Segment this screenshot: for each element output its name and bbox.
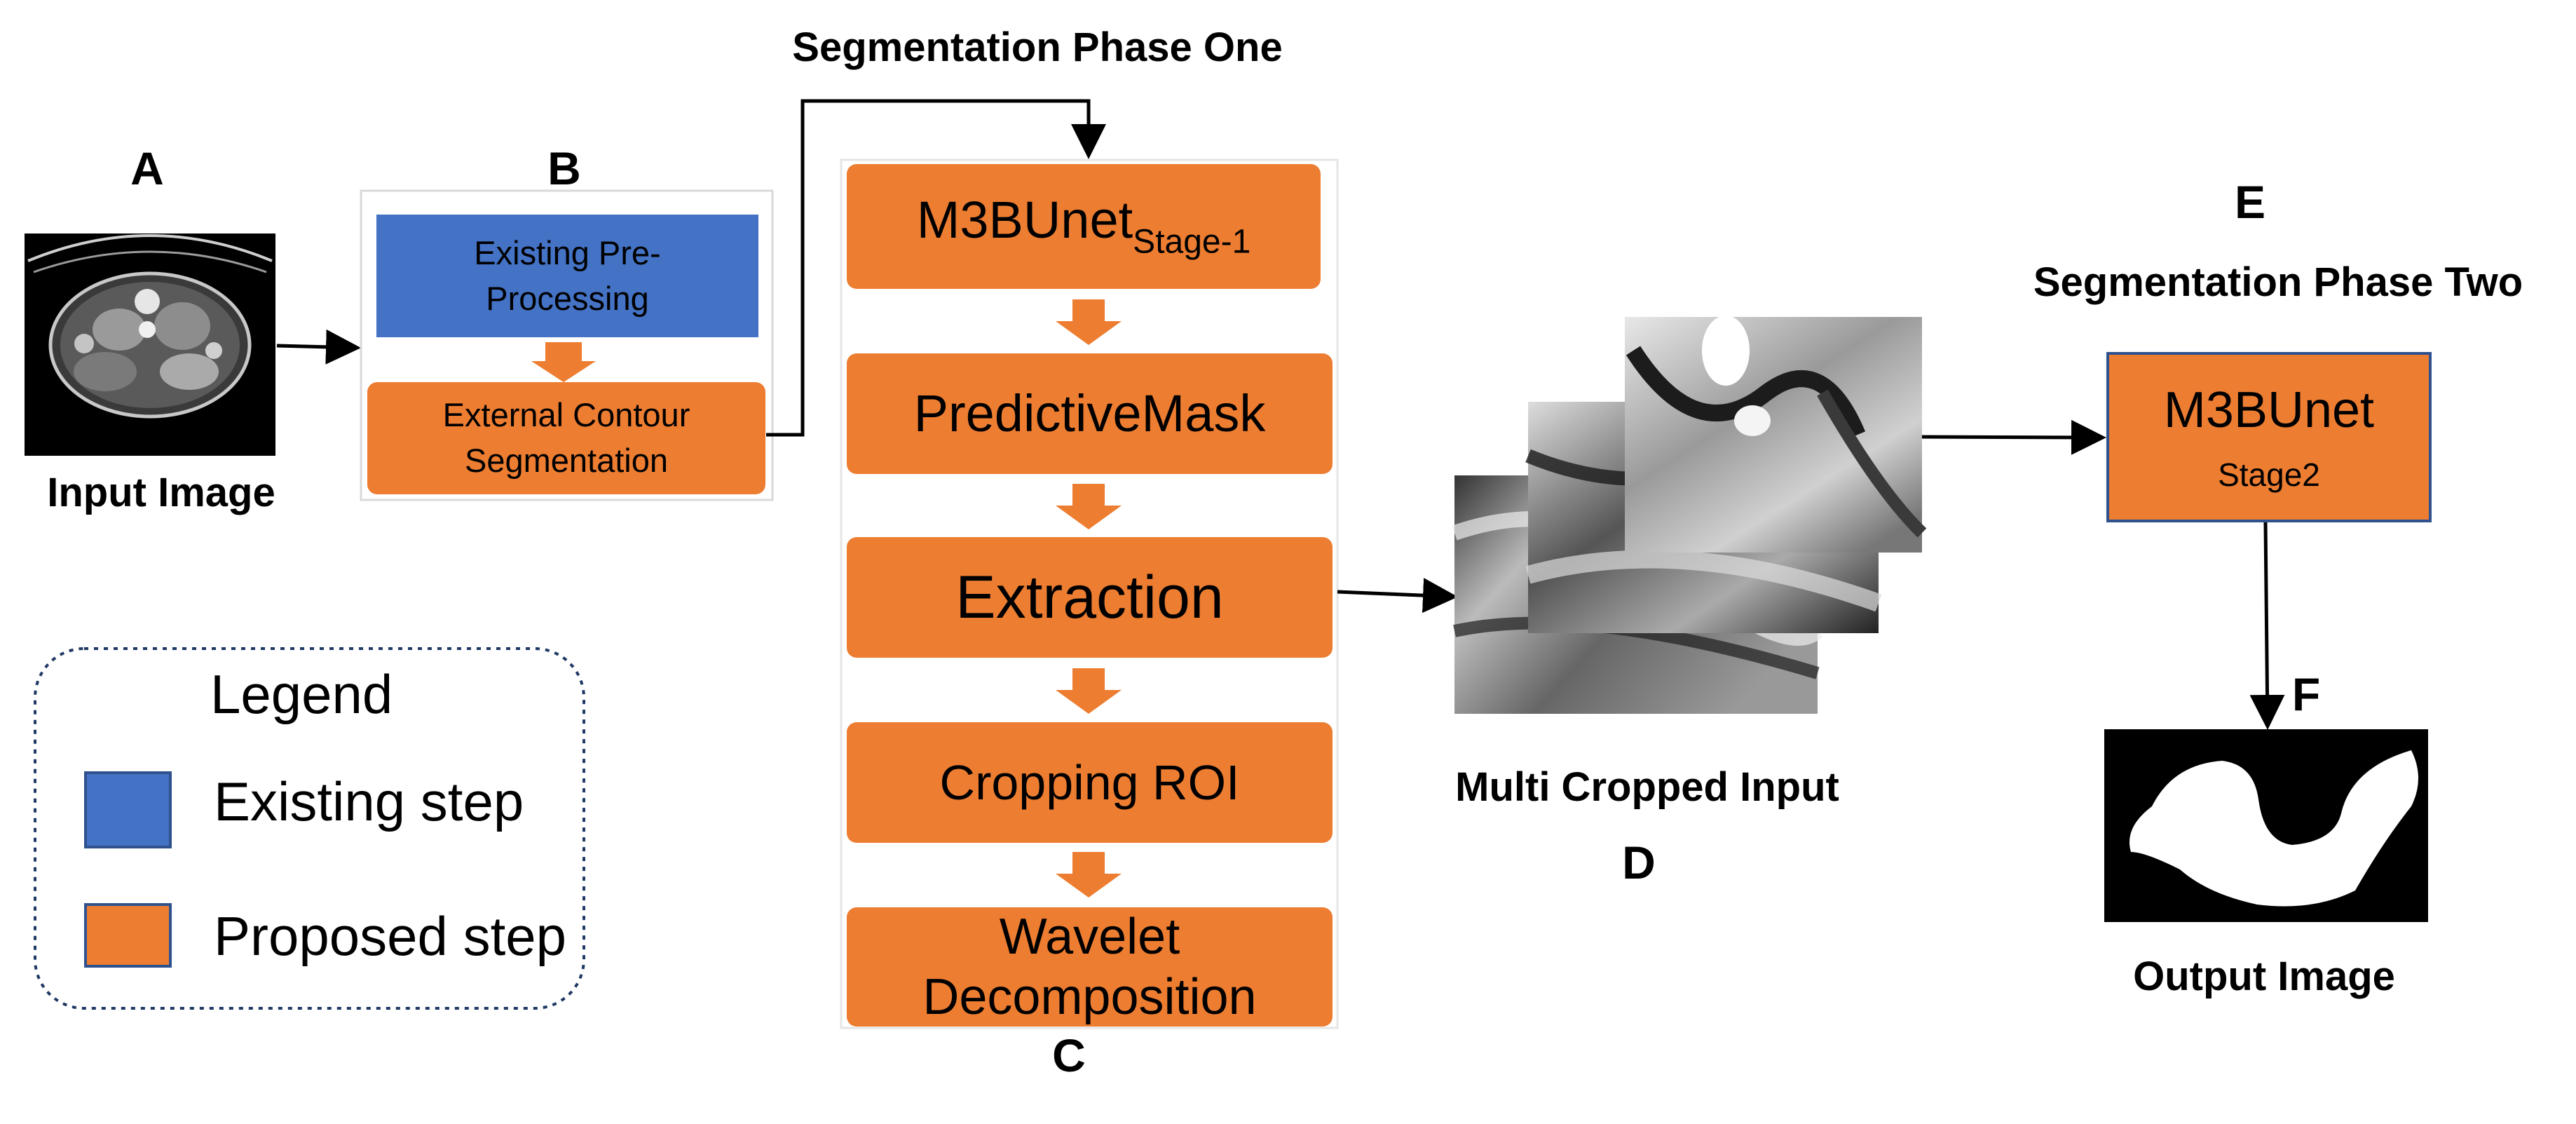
phase-two-title: Segmentation Phase Two <box>2033 259 2523 305</box>
legend-proposed-label: Proposed step <box>214 905 567 967</box>
label-e: E <box>2234 176 2266 228</box>
label-f: F <box>2291 668 2321 720</box>
arrow-extraction-to-crops <box>1337 578 1458 614</box>
existing-preprocessing-box: Existing Pre-Processing <box>376 215 758 337</box>
m3bunet-stage2-box: M3BUnet Stage2 <box>2106 352 2432 522</box>
external-contour-box: External Contour Segmentation <box>367 382 765 494</box>
m3bunet-stage1-box: M3BUnetStage-1 <box>847 164 1321 289</box>
input-image-caption: Input Image <box>47 470 275 515</box>
legend-title: Legend <box>210 663 393 725</box>
arrow-preprocessing-to-phase-one <box>766 99 1106 437</box>
arrow-existing-to-contour <box>531 342 596 382</box>
predictive-mask-label: PredictiveMask <box>913 384 1266 442</box>
cropping-roi-label: Cropping ROI <box>939 754 1240 810</box>
legend-proposed-swatch <box>84 903 172 968</box>
output-mask-image <box>2104 729 2428 922</box>
arrow-input-to-preprocessing <box>276 329 361 365</box>
m3bunet-stage1-label: M3BUnetStage-1 <box>916 191 1251 261</box>
legend-existing-swatch <box>84 771 172 848</box>
down-arrow-3 <box>1056 668 1122 714</box>
down-arrow-1 <box>1056 299 1122 345</box>
label-d: D <box>1622 837 1656 888</box>
wavelet-decomposition-box: Wavelet Decomposition <box>847 907 1333 1027</box>
input-ct-image <box>25 233 275 456</box>
external-contour-label: External Contour Segmentation <box>442 396 690 479</box>
phase-one-frame <box>840 158 1339 1029</box>
down-arrow-4 <box>1056 852 1122 898</box>
phase-one-down-arrows <box>1056 299 1122 898</box>
existing-preprocessing-label: Existing Pre-Processing <box>474 233 661 317</box>
predictive-mask-box: PredictiveMask <box>847 353 1333 474</box>
label-a: A <box>130 142 164 194</box>
legend-frame <box>34 647 585 1010</box>
extraction-box: Extraction <box>847 537 1333 658</box>
preprocessing-frame <box>360 189 774 501</box>
m3bunet-stage2-title: M3BUnet <box>2163 381 2375 438</box>
extraction-label: Extraction <box>955 563 1224 631</box>
wavelet-decomposition-label: Wavelet Decomposition <box>922 908 1257 1025</box>
cropping-roi-box: Cropping ROI <box>847 722 1333 843</box>
output-image-caption: Output Image <box>2133 954 2395 999</box>
legend-existing-label: Existing step <box>214 771 524 832</box>
multi-cropped-caption: Multi Cropped Input <box>1455 764 1839 810</box>
phase-one-title: Segmentation Phase One <box>792 25 1283 70</box>
label-c: C <box>1052 1029 1086 1081</box>
m3bunet-stage2-sub: Stage2 <box>2218 456 2320 493</box>
multi-cropped-images <box>1452 316 1927 714</box>
arrow-phase-two-to-output <box>2249 522 2285 730</box>
label-b: B <box>547 142 581 194</box>
down-arrow-2 <box>1056 484 1122 529</box>
arrow-crops-to-phase-two <box>1921 419 2106 455</box>
